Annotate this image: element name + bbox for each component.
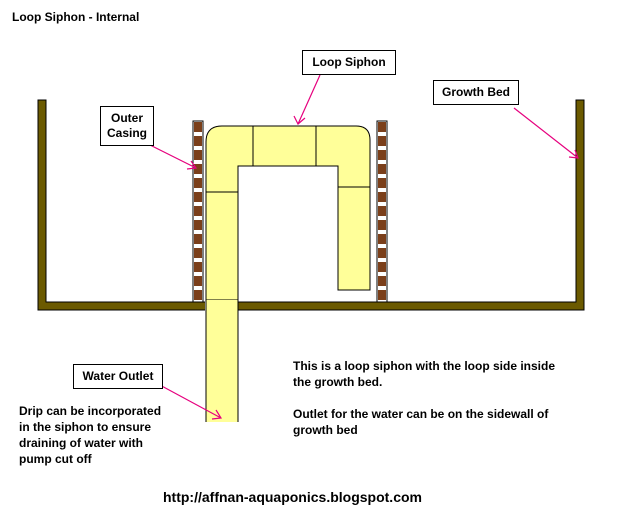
- casing-brick: [378, 136, 386, 146]
- note-outlet: Outlet for the water can be on the sidew…: [293, 407, 549, 437]
- casing-brick: [378, 276, 386, 286]
- note-drip: Drip can be incorporated in the siphon t…: [19, 404, 162, 466]
- casing-brick: [194, 234, 202, 244]
- diagram-title: Loop Siphon - Internal: [12, 10, 140, 24]
- casing-brick: [194, 290, 202, 300]
- casing-brick: [194, 150, 202, 160]
- footer-url: http://affnan-aquaponics.blogspot.com: [163, 489, 422, 505]
- casing-brick: [194, 262, 202, 272]
- label-outer-casing: Outer Casing: [100, 106, 154, 146]
- casing-brick: [378, 192, 386, 202]
- outer-casing-right: [376, 120, 388, 303]
- arrow-water-outlet: [157, 383, 223, 420]
- label-loop-siphon: Loop Siphon: [302, 50, 396, 75]
- casing-brick: [378, 290, 386, 300]
- casing-brick: [378, 220, 386, 230]
- arrow-loop-siphon: [293, 74, 321, 125]
- arrow-outer-casing: [149, 144, 198, 170]
- outer-casing-left: [192, 120, 204, 303]
- casing-brick: [194, 136, 202, 146]
- casing-brick: [194, 192, 202, 202]
- arrow-growth-bed: [513, 107, 579, 159]
- casing-brick: [194, 248, 202, 258]
- casing-brick: [378, 262, 386, 272]
- casing-brick: [194, 178, 202, 188]
- casing-brick: [194, 164, 202, 174]
- casing-brick: [194, 220, 202, 230]
- loop-siphon-pipe: [205, 125, 371, 422]
- casing-brick: [194, 122, 202, 132]
- casing-brick: [378, 234, 386, 244]
- annotation-arrows: [149, 74, 579, 420]
- label-growth-bed: Growth Bed: [433, 80, 519, 105]
- casing-brick: [378, 248, 386, 258]
- casing-brick: [378, 122, 386, 132]
- casing-brick: [378, 150, 386, 160]
- outlet-pipe: [206, 300, 238, 422]
- note-description: This is a loop siphon with the loop side…: [293, 359, 556, 389]
- casing-brick: [194, 276, 202, 286]
- casing-brick: [378, 206, 386, 216]
- label-water-outlet: Water Outlet: [73, 364, 163, 389]
- siphon-outline: [205, 125, 371, 301]
- casing-brick: [378, 164, 386, 174]
- casing-brick: [378, 178, 386, 188]
- casing-brick: [194, 206, 202, 216]
